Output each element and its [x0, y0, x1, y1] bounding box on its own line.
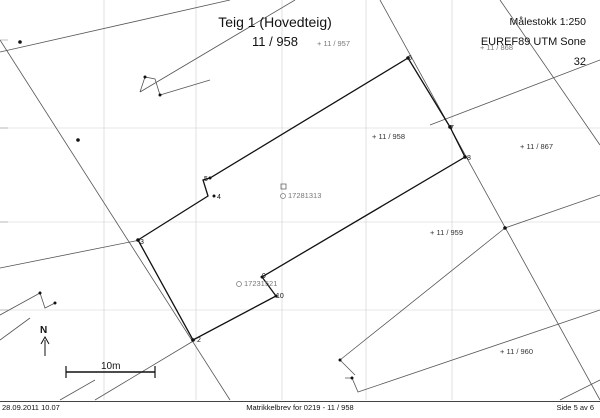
point-label-6: 6: [408, 55, 412, 62]
point-label-2: 2: [197, 337, 201, 344]
building-markers: 17281313 17231521: [236, 183, 321, 288]
point-label-7: 7: [450, 125, 454, 132]
point-label-3: 3: [140, 239, 144, 246]
point-label-9: 9: [262, 273, 266, 280]
parcel-label-958: + 11 / 958: [372, 132, 405, 141]
map-title: Teig 1 (Hovedteig) 11 / 958: [200, 12, 350, 52]
footer-document: Matrikkelbrev for 0219 - 11 / 958: [246, 403, 354, 412]
scale-info: Målestokk 1:250 EUREF89 UTM Sone 32: [466, 12, 586, 72]
point-label-4: 4: [217, 194, 221, 201]
grid-lines: [0, 0, 600, 400]
point-label-5: 5: [204, 176, 208, 183]
parcel-label-867: + 11 / 867: [520, 142, 553, 151]
north-arrow-icon: N: [40, 325, 50, 356]
map-title-line1: Teig 1 (Hovedteig): [218, 14, 332, 30]
scale-ratio: Målestokk 1:250: [509, 16, 586, 28]
north-label: N: [40, 325, 47, 336]
corner-markers: [18, 40, 507, 380]
map-title-line2: 11 / 958: [251, 34, 299, 49]
neighbor-boundaries: [0, 0, 600, 401]
parcel-label-957: + 11 / 957: [317, 39, 350, 48]
point-label-8: 8: [467, 155, 471, 162]
building-label-2: 17231521: [244, 279, 277, 288]
scale-bar-label: 10m: [101, 361, 120, 372]
footer-page: Side 5 av 6: [556, 403, 594, 412]
footer-divider: [0, 401, 600, 402]
edge-ticks: [0, 39, 8, 311]
parcel-label-868: + 11 / 868: [480, 43, 513, 52]
parcel-label-960: + 11 / 960: [500, 347, 533, 356]
point-label-10: 10: [276, 293, 284, 300]
scale-bar: 10m: [65, 361, 156, 378]
footer-date: 28.09.2011 10.07: [2, 403, 60, 412]
coordinate-system: EUREF89 UTM Sone 32: [480, 36, 586, 68]
building-label-1: 17281313: [288, 191, 321, 200]
parcel-label-959: + 11 / 959: [430, 228, 463, 237]
